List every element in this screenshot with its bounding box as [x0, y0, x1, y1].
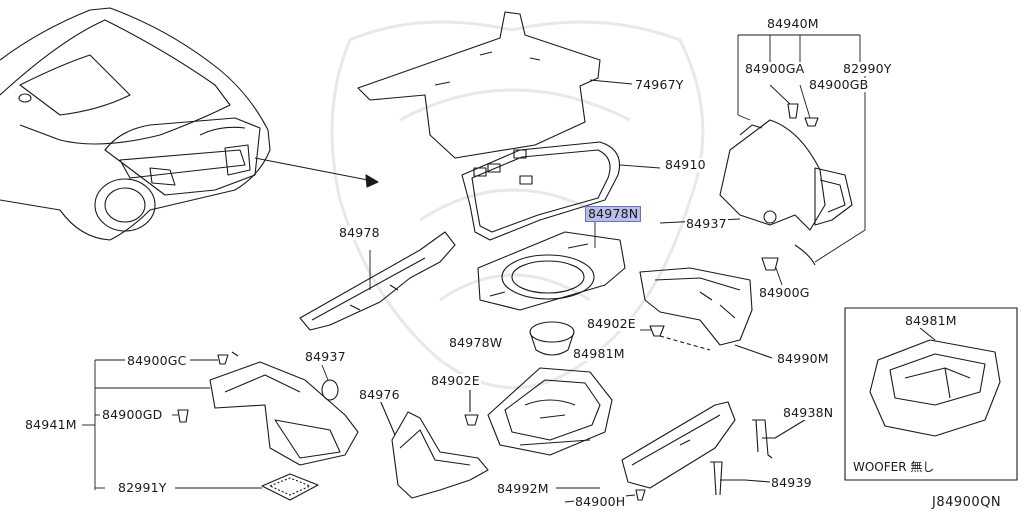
clip-84900gb [804, 117, 819, 127]
foam-cup-84978w [529, 321, 575, 356]
part-label-84978n-highlighted[interactable]: 84978N [585, 206, 642, 222]
direction-arrow [254, 157, 379, 188]
part-label-84910[interactable]: 84910 [664, 157, 707, 172]
trunk-mat-84910 [461, 141, 621, 241]
bracket-84976 [379, 399, 489, 499]
leader-lines-right [589, 34, 866, 331]
part-label-84900ga[interactable]: 84900GA [744, 61, 806, 76]
part-label-84941m[interactable]: 84941M [24, 417, 78, 432]
part-label-82990y[interactable]: 82990Y [842, 61, 893, 76]
spare-cover-84978n [477, 231, 626, 311]
trim-84978 [299, 231, 456, 331]
left-trim-84941m [177, 351, 359, 466]
part-label-84900g[interactable]: 84900G [758, 285, 811, 300]
clip-84900ga [787, 103, 799, 119]
part-label-84900h[interactable]: 84900H [574, 494, 627, 509]
inset-note: WOOFER 無し [853, 460, 935, 474]
part-label-84981m-center[interactable]: 84981M [572, 346, 626, 361]
part-label-84990m[interactable]: 84990M [776, 351, 830, 366]
part-label-84940m[interactable]: 84940M [766, 16, 820, 31]
rear-panel-84992m [556, 401, 736, 503]
part-label-84902e-right[interactable]: 84902E [586, 316, 637, 331]
part-label-84900gc[interactable]: 84900GC [126, 353, 188, 368]
part-label-84937-right[interactable]: 84937 [685, 216, 728, 231]
part-label-84992m[interactable]: 84992M [496, 481, 550, 496]
bracket-84939 [710, 461, 771, 496]
side-trim-84940m [719, 119, 853, 266]
trunk-board-74967y [357, 11, 601, 159]
part-label-84937-left[interactable]: 84937 [304, 349, 347, 364]
storage-tray-84981m [487, 367, 613, 456]
part-label-82991y[interactable]: 82991Y [117, 480, 168, 495]
car-outline-illustration [0, 7, 271, 241]
side-panel-84990m [639, 267, 773, 359]
part-label-84976[interactable]: 84976 [358, 387, 401, 402]
woofer-inset-box [844, 307, 1018, 481]
clip-84902e-center [464, 390, 479, 426]
diagram-code: J84900QN [932, 495, 1002, 510]
part-label-84978w[interactable]: 84978W [448, 335, 504, 350]
clip-84902e-right [649, 325, 665, 337]
left-pad-82991y [261, 473, 319, 501]
part-label-84938n[interactable]: 84938N [782, 405, 835, 420]
part-label-84981m-inset[interactable]: 84981M [904, 313, 958, 328]
leader-lines-left [82, 250, 371, 490]
part-label-74967y[interactable]: 74967Y [634, 77, 685, 92]
clip-84900g [761, 257, 779, 271]
bracket-84938n [752, 417, 809, 459]
part-label-84902e-center[interactable]: 84902E [430, 373, 481, 388]
part-label-84978[interactable]: 84978 [338, 225, 381, 240]
part-label-84900gb[interactable]: 84900GB [808, 77, 870, 92]
part-label-84900gd[interactable]: 84900GD [101, 407, 164, 422]
part-label-84939[interactable]: 84939 [770, 475, 813, 490]
